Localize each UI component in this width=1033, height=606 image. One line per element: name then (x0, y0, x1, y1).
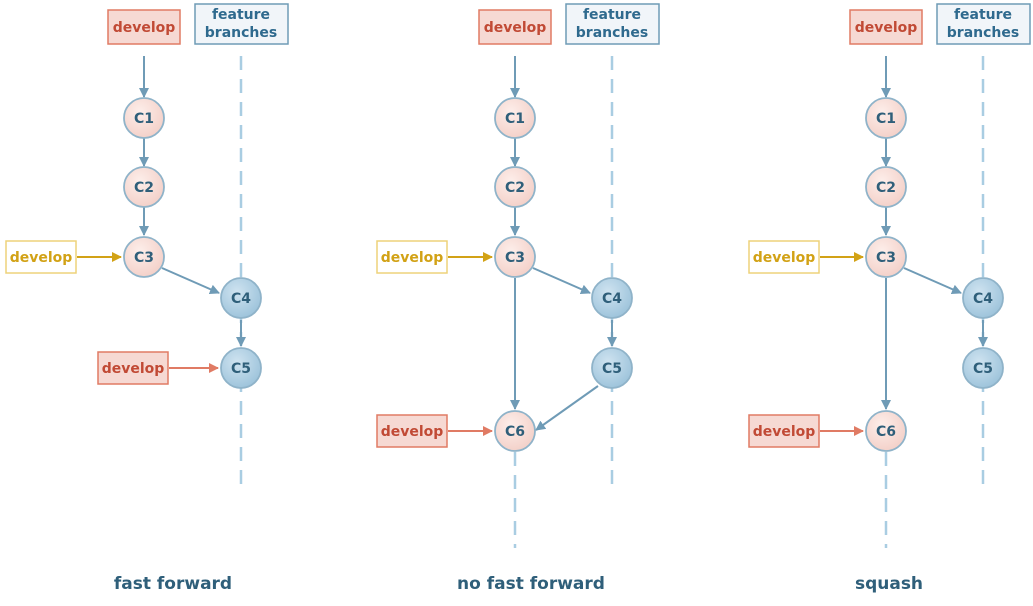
commit-c3: C3 (865, 236, 907, 278)
develop-side-text-red: develop (381, 424, 444, 440)
caption-fast-forward: fast forward (114, 574, 232, 594)
develop-top-text: develop (113, 20, 176, 36)
develop-side-label-red: develop (376, 414, 448, 448)
edge-c3-c4 (532, 267, 591, 294)
develop-side-label-red: develop (97, 351, 169, 385)
develop-top-text: develop (855, 20, 918, 36)
develop-side-text-yellow: develop (10, 250, 73, 266)
svg-text:C2: C2 (505, 180, 525, 196)
edge-c3-c4 (161, 267, 220, 294)
commit-c5: C5 (220, 347, 262, 389)
develop-side-label-yellow: develop (376, 240, 448, 274)
svg-text:C6: C6 (876, 424, 896, 440)
commit-c6: C6 (865, 410, 907, 452)
svg-text:C3: C3 (505, 250, 525, 266)
develop-side-label-yellow: develop (5, 240, 77, 274)
feature-label-line1: feature (583, 7, 641, 23)
develop-top-label: develop (849, 9, 923, 45)
develop-side-text-yellow: develop (753, 250, 816, 266)
svg-text:C3: C3 (134, 250, 154, 266)
svg-text:C2: C2 (876, 180, 896, 196)
feature-label-line2: branches (947, 25, 1019, 41)
svg-text:C5: C5 (231, 361, 251, 377)
commit-c3: C3 (123, 236, 165, 278)
panel-no-fast-forward: develop feature branches develop develop… (376, 3, 660, 594)
caption-no-fast-forward: no fast forward (457, 574, 605, 594)
commit-c4: C4 (220, 277, 262, 319)
svg-text:C1: C1 (134, 111, 154, 127)
svg-text:C3: C3 (876, 250, 896, 266)
develop-side-text-red: develop (102, 361, 165, 377)
svg-text:C4: C4 (973, 291, 993, 307)
feature-label-line1: feature (954, 7, 1012, 23)
commit-c2: C2 (865, 166, 907, 208)
svg-text:C4: C4 (602, 291, 622, 307)
commit-c2: C2 (494, 166, 536, 208)
develop-top-label: develop (107, 9, 181, 45)
commit-c4: C4 (962, 277, 1004, 319)
feature-label-line2: branches (576, 25, 648, 41)
svg-text:C5: C5 (973, 361, 993, 377)
svg-text:C6: C6 (505, 424, 525, 440)
svg-text:C4: C4 (231, 291, 251, 307)
develop-top-label: develop (478, 9, 552, 45)
commit-c1: C1 (865, 97, 907, 139)
commit-c2: C2 (123, 166, 165, 208)
feature-label-line2: branches (205, 25, 277, 41)
panel-squash: develop feature branches develop develop… (748, 3, 1031, 594)
feature-branches-label: feature branches (565, 3, 660, 45)
svg-text:C2: C2 (134, 180, 154, 196)
svg-text:C1: C1 (505, 111, 525, 127)
commit-c1: C1 (494, 97, 536, 139)
caption-squash: squash (855, 574, 923, 594)
commit-c1: C1 (123, 97, 165, 139)
svg-text:C1: C1 (876, 111, 896, 127)
develop-side-text-red: develop (753, 424, 816, 440)
edge-c5-c6 (535, 385, 599, 431)
commit-c5: C5 (591, 347, 633, 389)
develop-side-label-red: develop (748, 414, 820, 448)
develop-side-label-yellow: develop (748, 240, 820, 274)
commit-c5: C5 (962, 347, 1004, 389)
commit-c4: C4 (591, 277, 633, 319)
edge-c3-c4 (903, 267, 962, 294)
commit-c3: C3 (494, 236, 536, 278)
commit-c6: C6 (494, 410, 536, 452)
feature-branches-label: feature branches (936, 3, 1031, 45)
svg-text:C5: C5 (602, 361, 622, 377)
feature-branches-label: feature branches (194, 3, 289, 45)
develop-side-text-yellow: develop (381, 250, 444, 266)
feature-label-line1: feature (212, 7, 270, 23)
panel-fast-forward: develop feature branches develop develop… (5, 3, 289, 594)
develop-top-text: develop (484, 20, 547, 36)
